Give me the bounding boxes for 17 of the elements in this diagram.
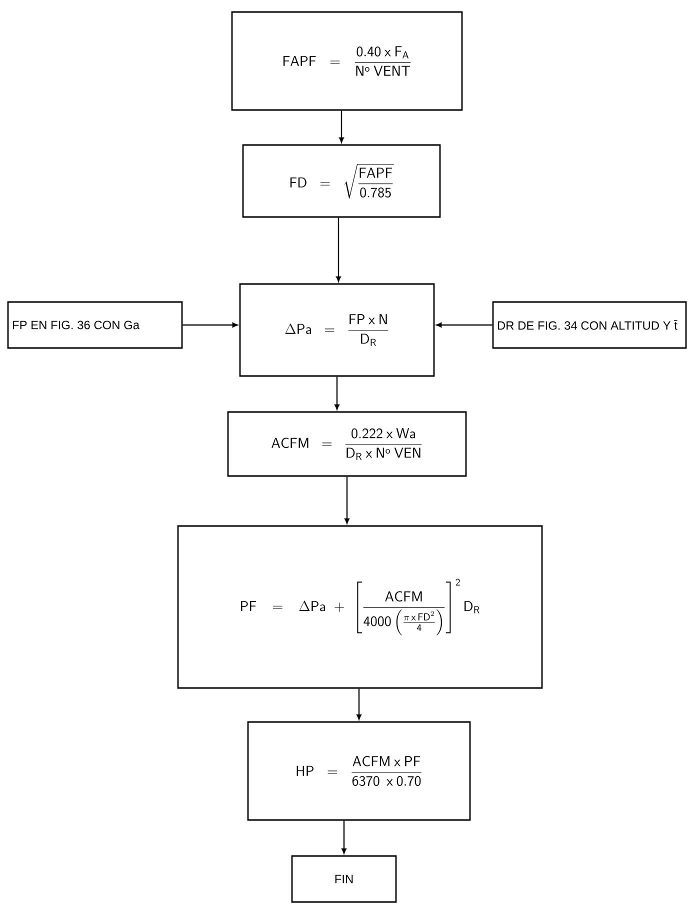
arrow <box>356 688 362 720</box>
formula-box: $\mathsf{FAPF} = \frac{\mathsf{0.40\ x\ F_A}}{\mathsf{N^o\ VENT}}$ <box>231 11 463 111</box>
input-box: FP EN FIG. 36 CON Ga <box>7 301 183 349</box>
arrow <box>182 322 238 328</box>
formula-box: $\mathsf{PF} = \Delta\mathsf{Pa} + \left[\frac{\mathsf{ACFM}}{\mathsf{4000}\left(\frac{\pi\,\mathsf{x}\,\mathsf{FD}^2}{\mathsf{4}}\right)}\right]^{\mathsf{2}} \mathsf{D_R}$ <box>177 525 543 689</box>
arrow <box>344 476 350 524</box>
arrow <box>334 376 340 410</box>
input-box: DR DE FIG. 34 CON ALTITUD Y t̄ <box>492 301 687 349</box>
arrow <box>339 110 344 143</box>
arrow <box>336 218 341 282</box>
formula-box: $\mathsf{HP} = \frac{\mathsf{ACFM\ x\ PF}}{\mathsf{6370\ \ x\ 0.70}}$ <box>247 721 471 821</box>
arrow <box>436 322 492 328</box>
formula-box: $\mathsf{ACFM} = \frac{\mathsf{0.222\ x\ Wa}}{\mathsf{D_R\ x\ N^o\ VEN}}$ <box>227 411 467 477</box>
formula-box: $\Delta\mathsf{Pa} = \frac{\mathsf{FP\ x\ N}}{\mathsf{D_R}}$ <box>239 283 435 377</box>
arrow <box>342 820 346 854</box>
end-box: FIN <box>291 855 397 903</box>
formula-box: $\mathsf{FD} = \sqrt{\frac{\mathsf{FAPF}}{\mathsf{0.785}}}$ <box>242 144 441 218</box>
